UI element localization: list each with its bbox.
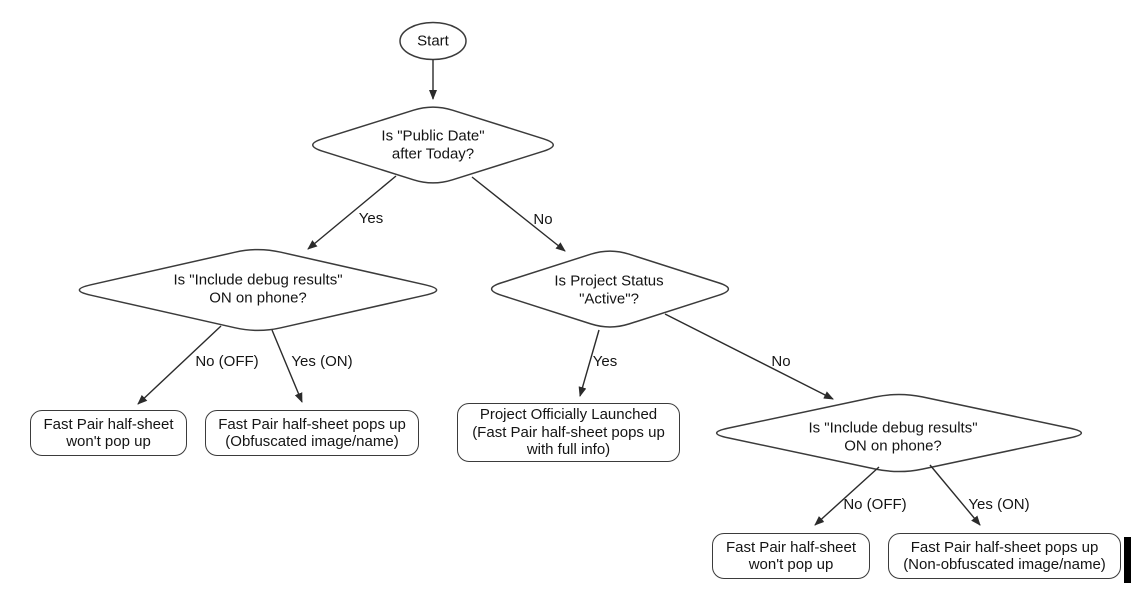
decision-debug-right-label: Is "Include debug results" ON on phone? xyxy=(808,420,977,455)
edge-label-public-date-yes: Yes xyxy=(358,210,384,227)
outcome-line: won't pop up xyxy=(748,556,834,573)
decision-line: Is Project Status xyxy=(554,272,664,290)
edge-label-project-status-no: No xyxy=(771,353,791,370)
outcome-line: Project Officially Launched xyxy=(479,406,658,424)
decision-diamond-project-status xyxy=(490,250,730,328)
edge-label-public-date-no: No xyxy=(533,211,553,228)
edge-label-project-status-yes: Yes xyxy=(592,353,618,370)
edge-label-debug-left-no-off: No (OFF) xyxy=(195,353,259,370)
outcome-line: with full info) xyxy=(526,441,611,459)
arrow-project-status-yes xyxy=(578,329,600,397)
decision-debug-left-label: Is "Include debug results" ON on phone? xyxy=(173,272,342,307)
decision-line: Is "Include debug results" xyxy=(173,271,343,289)
arrow-project-status-no xyxy=(664,313,834,400)
outcome-line: Fast Pair half-sheet pops up xyxy=(218,415,406,433)
arrow-debug-left-yes-on xyxy=(271,329,303,403)
outcome-line: Fast Pair half-sheet pops up xyxy=(910,538,1099,556)
decision-diamond-debug-right xyxy=(715,393,1083,473)
decision-public-date-label: Is "Public Date" after Today? xyxy=(381,128,484,163)
outcome-line: (Obfuscated image/name) xyxy=(225,433,399,450)
arrow-debug-right-no-off xyxy=(814,466,880,526)
decision-line: ON on phone? xyxy=(844,437,942,454)
outcome-line: (Fast Pair half-sheet pops up xyxy=(472,423,665,441)
edge-label-debug-right-no-off: No (OFF) xyxy=(843,496,907,513)
outcome-line: (Non-obfuscated image/name) xyxy=(903,556,1106,573)
decision-line: "Active"? xyxy=(579,290,639,307)
arrow-public-date-no xyxy=(471,176,566,252)
outcome-box-officially-launched: Project Officially Launched (Fast Pair h… xyxy=(457,403,680,462)
decision-line: Is "Public Date" xyxy=(381,127,485,145)
outcome-box-left-obfuscated: Fast Pair half-sheet pops up (Obfuscated… xyxy=(205,410,419,456)
edge-label-debug-right-yes-on: Yes (ON) xyxy=(968,496,1030,513)
outcome-line: won't pop up xyxy=(66,433,151,450)
outcome-box-right-wont-pop-up: Fast Pair half-sheet won't pop up xyxy=(712,533,870,579)
edge-label-debug-left-yes-on: Yes (ON) xyxy=(291,353,353,370)
arrow-debug-left-no-off xyxy=(137,325,222,405)
start-node-label: Start xyxy=(417,32,449,50)
arrow-debug-right-yes-on xyxy=(929,464,981,526)
outcome-line: Fast Pair half-sheet xyxy=(725,538,857,556)
outcome-box-right-non-obfuscated: Fast Pair half-sheet pops up (Non-obfusc… xyxy=(888,533,1121,579)
decision-diamond-public-date xyxy=(312,106,554,184)
outcome-box-left-wont-pop-up: Fast Pair half-sheet won't pop up xyxy=(30,410,187,456)
arrow-public-date-yes xyxy=(307,175,397,250)
decision-diamond-debug-left xyxy=(78,248,438,332)
decision-project-status-label: Is Project Status "Active"? xyxy=(554,273,663,308)
decision-line: after Today? xyxy=(391,145,475,162)
decision-line: Is "Include debug results" xyxy=(808,419,978,437)
outcome-line: Fast Pair half-sheet xyxy=(43,415,174,433)
text-cursor xyxy=(1124,537,1131,583)
decision-line: ON on phone? xyxy=(209,289,307,306)
